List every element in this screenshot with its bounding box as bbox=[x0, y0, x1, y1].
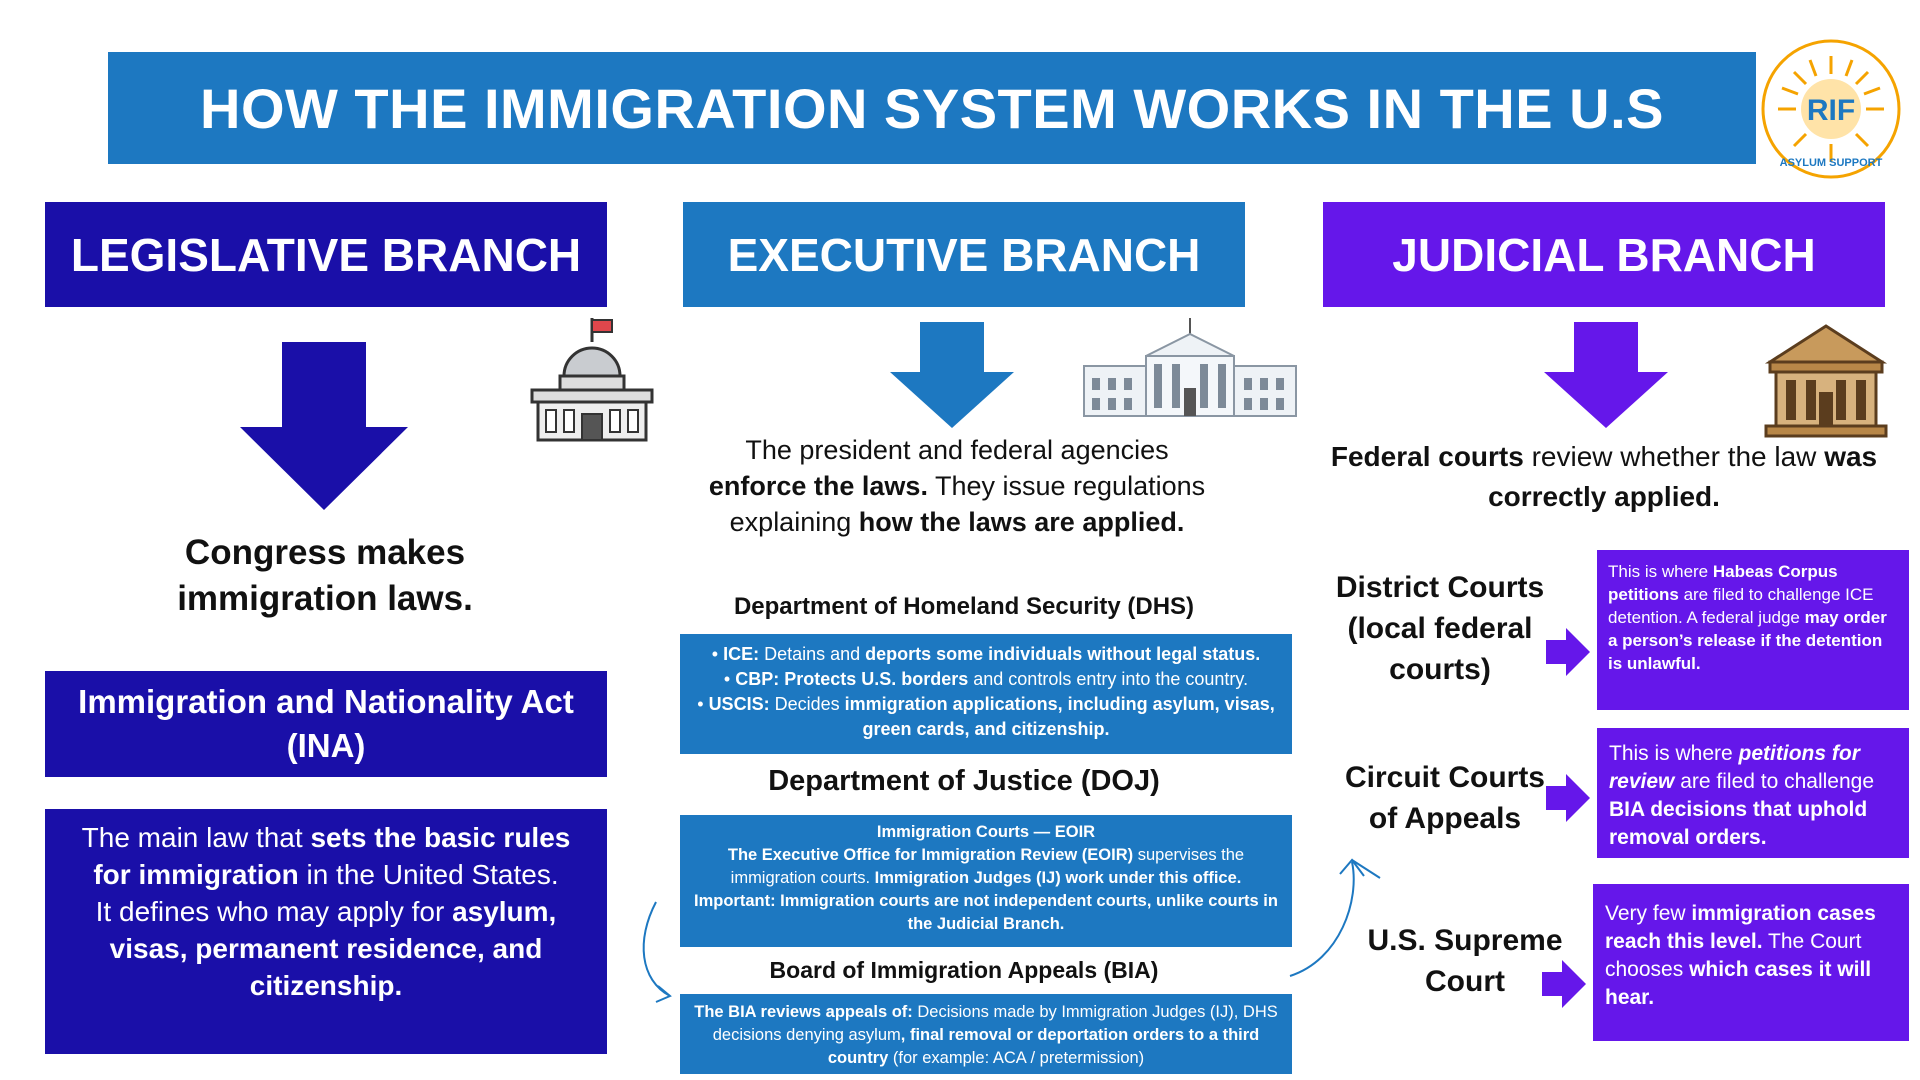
ina-title: Immigration and Nationality Act (INA) bbox=[45, 671, 607, 777]
judicial-lead: Federal courts review whether the law wa… bbox=[1330, 441, 1878, 512]
doj-title: Department of Justice (DOJ) bbox=[768, 765, 1160, 797]
legislative-down-arrow bbox=[240, 342, 408, 510]
logo-ring-text: ASYLUM SUPPORT bbox=[1780, 157, 1883, 169]
courthouse-icon bbox=[1764, 324, 1888, 438]
eoir-box: Immigration Courts — EOIR The Executive … bbox=[680, 815, 1292, 947]
cbp-line: • CBP: Protects U.S. borders and control… bbox=[723, 669, 1249, 689]
capitol-building-icon bbox=[530, 318, 654, 442]
bia-box: The BIA reviews appeals of: Decisions ma… bbox=[680, 994, 1292, 1074]
uscis-line: • USCIS: Decides immigration application… bbox=[697, 694, 1275, 739]
supreme-court-label: U.S. Supreme Court bbox=[1367, 924, 1563, 998]
executive-lead: The president and federal agencies enfor… bbox=[708, 435, 1206, 537]
district-courts-label: District Courts (local federal courts) bbox=[1335, 571, 1545, 686]
white-house-icon bbox=[1083, 318, 1297, 417]
circuit-courts-label: Circuit Courts of Appeals bbox=[1344, 761, 1545, 835]
dhs-title: Department of Homeland Security (DHS) bbox=[733, 593, 1195, 620]
rif-logo: RIF ASYLUM SUPPORT bbox=[1760, 38, 1902, 180]
bia-title: Board of Immigration Appeals (BIA) bbox=[769, 957, 1159, 983]
judicial-heading: JUDICIAL BRANCH bbox=[1323, 202, 1885, 307]
legislative-lead: Congress makes immigration laws. bbox=[177, 533, 473, 618]
circuit-courts-box: This is where petitions for review are f… bbox=[1597, 728, 1909, 858]
executive-down-arrow bbox=[890, 322, 1014, 428]
judicial-down-arrow bbox=[1544, 322, 1668, 428]
page-title: HOW THE IMMIGRATION SYSTEM WORKS IN THE … bbox=[108, 52, 1756, 164]
legislative-heading: LEGISLATIVE BRANCH bbox=[45, 202, 607, 307]
ina-description: The main law that sets the basic rules f… bbox=[45, 809, 607, 1054]
dhs-box: • ICE: Detains and deports some individu… bbox=[680, 634, 1292, 754]
supreme-court-box: Very few immigration cases reach this le… bbox=[1593, 884, 1909, 1041]
ice-line: • ICE: Detains and deports some individu… bbox=[711, 644, 1261, 664]
eoir-to-bia-connector bbox=[642, 901, 672, 1003]
logo-text: RIF bbox=[1807, 94, 1855, 127]
district-courts-box: This is where Habeas Corpus petitions ar… bbox=[1597, 550, 1909, 710]
executive-heading: EXECUTIVE BRANCH bbox=[683, 202, 1245, 307]
rif-logo-icon: RIF ASYLUM SUPPORT bbox=[1761, 39, 1901, 179]
